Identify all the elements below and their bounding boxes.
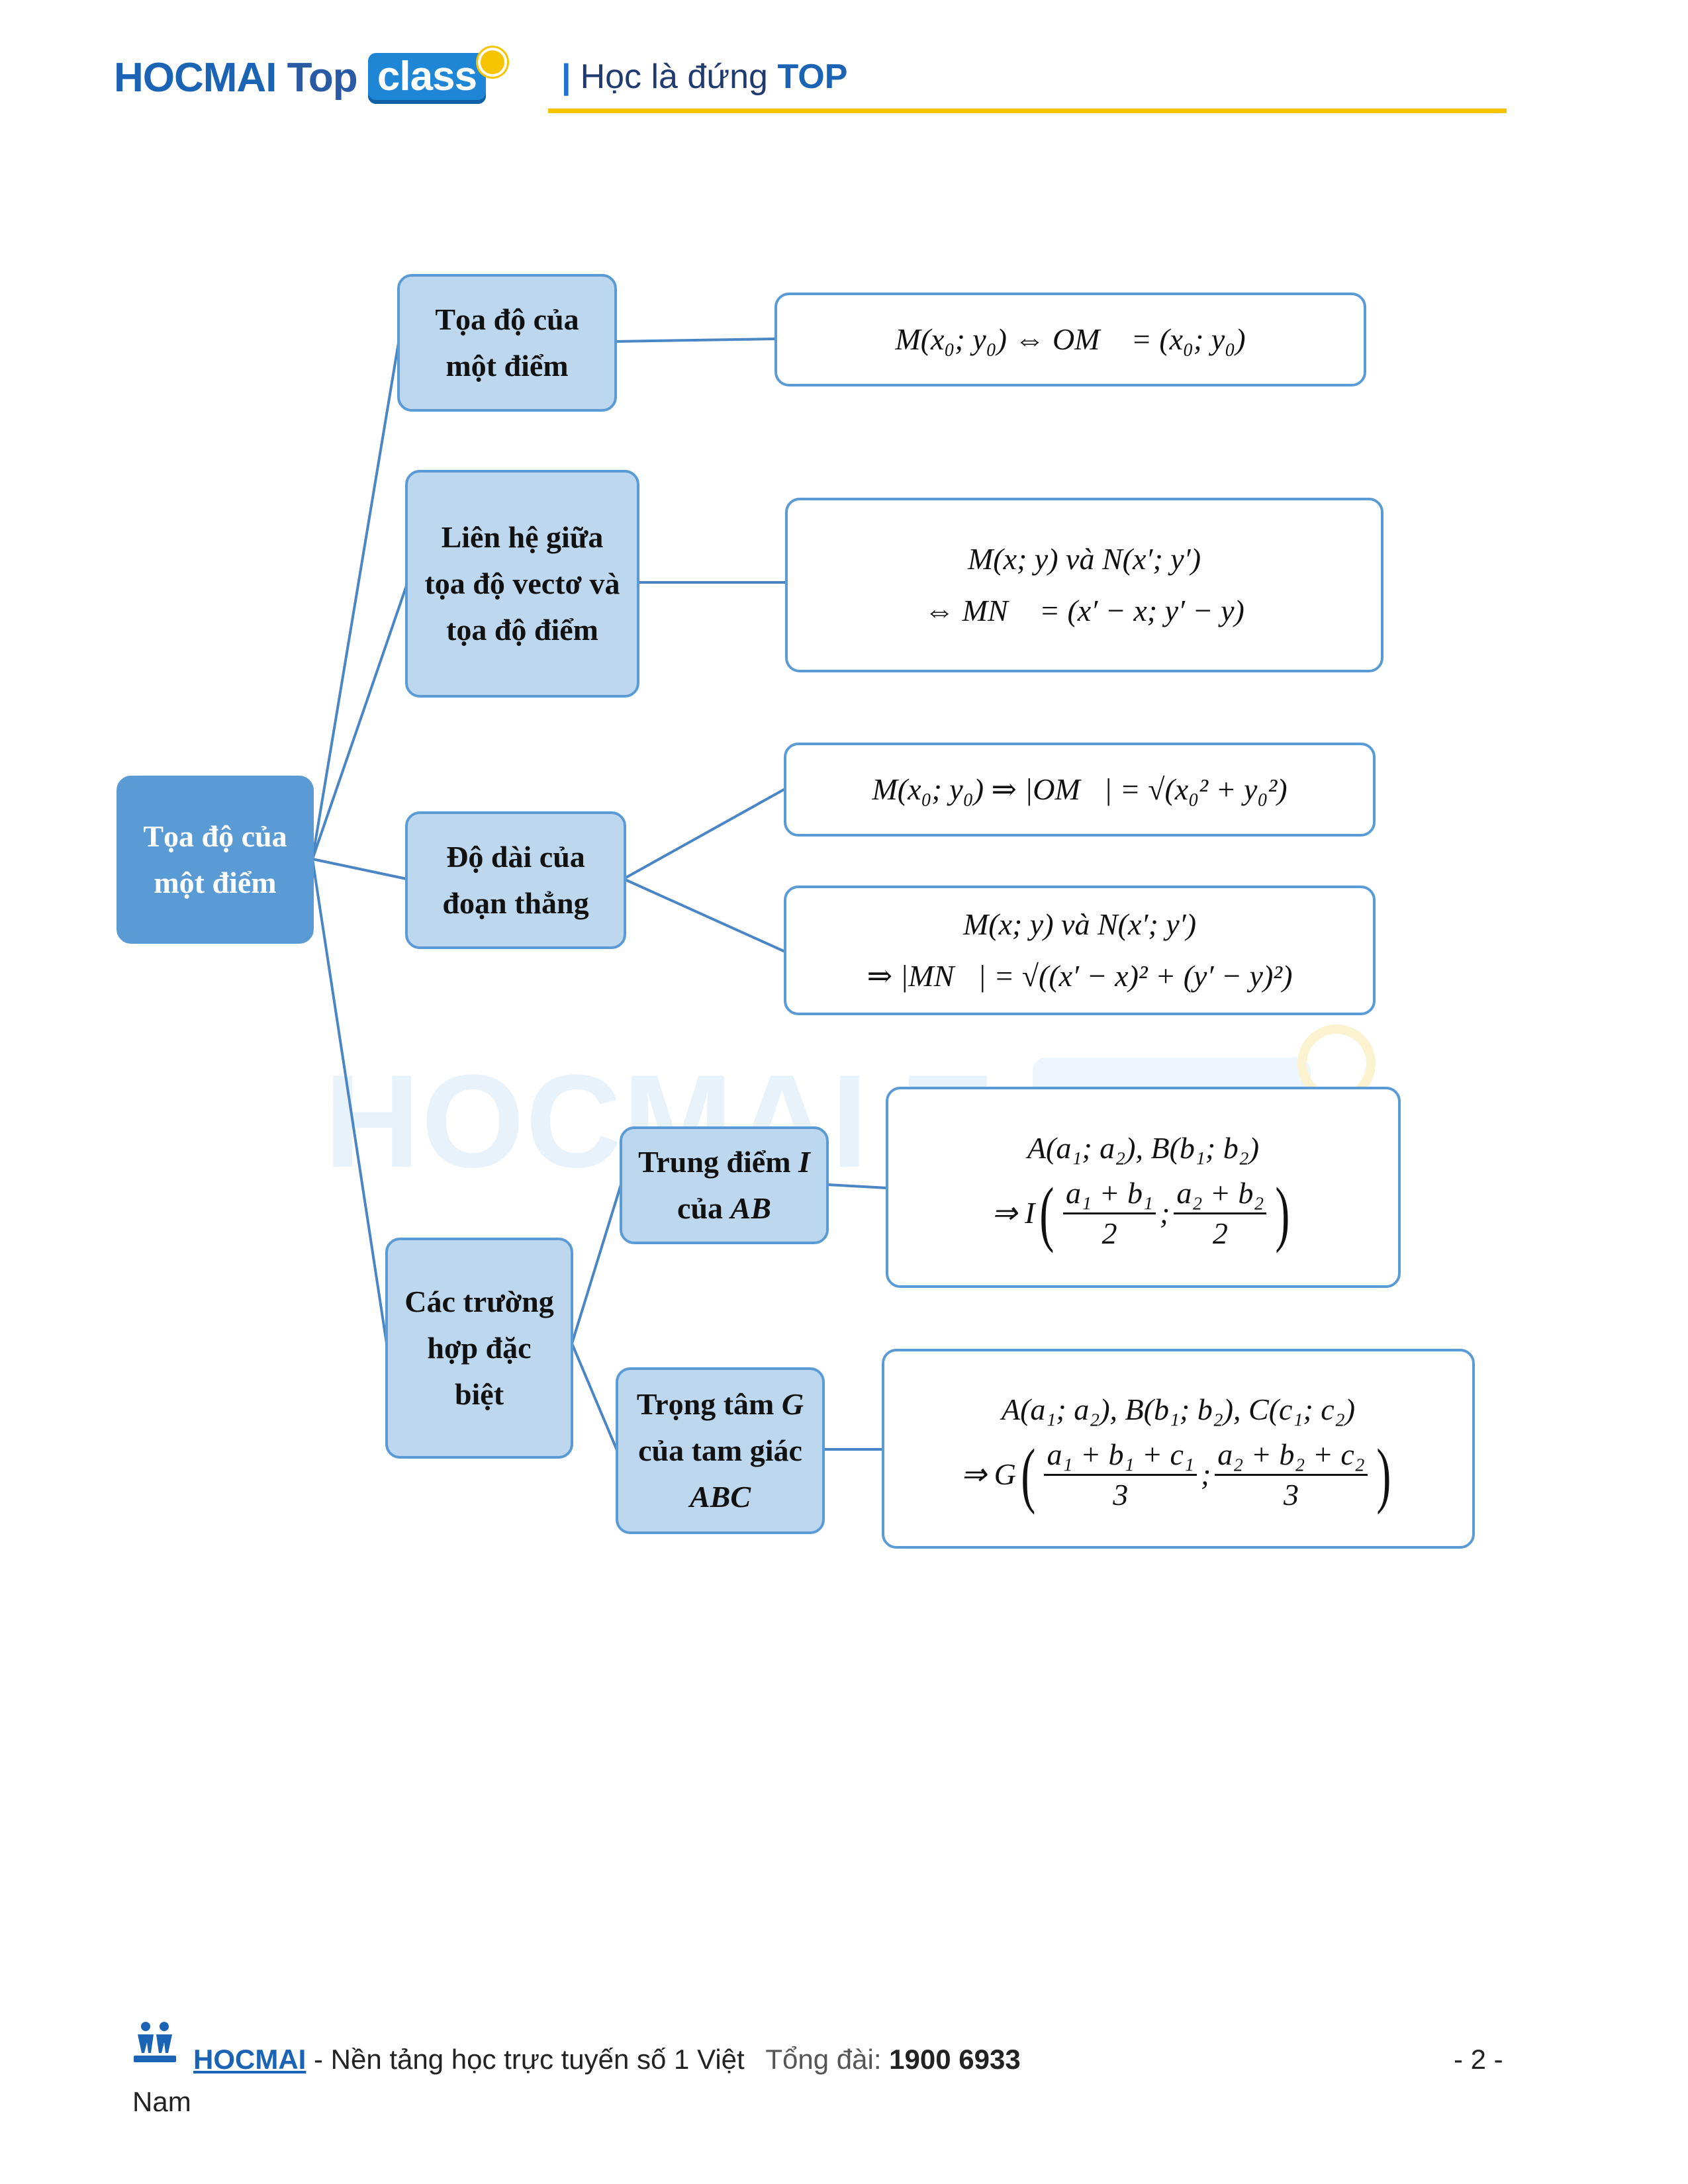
header-rule: [548, 109, 1507, 113]
tagline-text: Học là đứng: [580, 58, 768, 96]
logo-hocmai: HOCMAI: [114, 55, 277, 101]
formula-box-length2: M(x; y) và N(x′; y′) ⇒ |MN⃗| = √((x′ − x…: [784, 886, 1376, 1015]
formula-length2-line1: M(x; y) và N(x′; y′): [962, 907, 1197, 941]
right-paren: ): [1275, 1173, 1290, 1253]
branch-node-special-cases: Các trường hợp đặc biệt: [385, 1238, 573, 1459]
footer-hotline-label: Tổng đài:: [765, 2044, 882, 2075]
tagline-bar: |: [561, 58, 571, 96]
connector-root-branch3: [312, 858, 407, 880]
right-paren: ): [1376, 1434, 1391, 1515]
sun-icon: [478, 48, 507, 77]
connector-branch3-leaf2: [623, 878, 786, 953]
tagline-strong: TOP: [777, 58, 848, 96]
centroid-num-y: a₂ + b₂ + c₂: [1215, 1435, 1368, 1476]
root-node: Tọa độ của một điểm: [117, 776, 314, 944]
formula-vector-line1: M(x; y) và N(x′; y′): [967, 542, 1201, 576]
formula-centroid-line1: A(a₁; a₂), B(b₁; b₂), C(c₁; c₂): [1001, 1392, 1356, 1426]
semicolon: ;: [1200, 1457, 1211, 1491]
hocmai-footer-logo-icon: [134, 2022, 176, 2062]
hocmai-topclass-logo: HOCMAI Top class: [114, 53, 487, 105]
semicolon: ;: [1160, 1196, 1170, 1230]
formula-vector-line2: ⇔ MN⃗ = (x′ − x; y′ − y): [924, 594, 1244, 627]
connector-sub1-leaf: [827, 1183, 888, 1189]
centroid-var-g: G: [781, 1387, 804, 1421]
formula-midpoint-line1: A(a₁; a₂), B(b₁; b₂): [1027, 1130, 1260, 1165]
formula-box-centroid: A(a₁; a₂), B(b₁; b₂), C(c₁; c₂) ⇒ G ( a₁…: [882, 1349, 1475, 1549]
connector-root-branch1: [311, 342, 400, 860]
formula-length1: M(x₀; y₀) ⇒ |OM⃗| = √(x₀² + y₀²): [872, 772, 1288, 806]
midpoint-label: Trung điểm: [638, 1145, 799, 1179]
footer-text: - Nền tảng học trực tuyến số 1 Việt: [306, 2044, 745, 2075]
midpoint-num-x: a₁ + b₁: [1062, 1174, 1156, 1214]
connector-root-branch4: [311, 858, 388, 1344]
page-number: - 2 -: [1454, 2044, 1503, 2075]
connector-branch4-sub2: [571, 1343, 620, 1454]
footer-line: HOCMAI - Nền tảng học trực tuyến số 1 Vi…: [193, 2044, 1021, 2075]
centroid-var-abc: ABC: [689, 1480, 751, 1514]
formula-point: M(x₀; y₀) ⇔ OM⃗ = (x₀; y₀): [895, 322, 1246, 356]
formula-box-vector: M(x; y) và N(x′; y′) ⇔ MN⃗ = (x′ − x; y′…: [785, 498, 1383, 672]
midpoint-var-ab: AB: [730, 1191, 771, 1225]
footer-hotline: 1900 6933: [889, 2044, 1021, 2075]
left-paren: (: [1039, 1173, 1055, 1253]
centroid-label-triangle: của tam giác: [638, 1433, 802, 1467]
centroid-den-y: 3: [1284, 1477, 1299, 1512]
midpoint-var-i: I: [798, 1145, 810, 1179]
branch-node-point-coordinates: Tọa độ của một điểm: [397, 274, 617, 412]
centroid-prefix: ⇒ G: [961, 1457, 1016, 1491]
centroid-den-x: 3: [1113, 1477, 1129, 1512]
connector-branch1-leaf: [614, 338, 776, 343]
branch-node-vector-relation: Liên hệ giữa tọa độ vectơ và tọa độ điểm: [405, 470, 639, 698]
midpoint-den-x: 2: [1102, 1216, 1117, 1250]
footer-brand-link[interactable]: HOCMAI: [193, 2044, 306, 2075]
midpoint-label-of: của: [677, 1191, 731, 1225]
tagline: |Học là đứng TOP: [561, 57, 847, 97]
footer-line2: Nam: [132, 2086, 191, 2117]
formula-box-point: M(x₀; y₀) ⇔ OM⃗ = (x₀; y₀): [774, 293, 1366, 387]
connector-root-branch2: [311, 585, 408, 860]
connector-branch4-sub1: [571, 1184, 622, 1344]
logo-top: Top: [287, 55, 358, 101]
centroid-label: Trọng tâm: [636, 1387, 782, 1421]
centroid-num-x: a₁ + b₁ + c₁: [1044, 1435, 1197, 1476]
logo-class: class: [367, 53, 487, 104]
branch-node-segment-length: Độ dài của đoạn thẳng: [405, 811, 626, 949]
midpoint-den-y: 2: [1212, 1216, 1228, 1250]
midpoint-prefix: ⇒ I: [991, 1196, 1035, 1230]
formula-length2-line2: ⇒ |MN⃗| = √((x′ − x)² + (y′ − y)²): [867, 959, 1293, 993]
formula-box-length1: M(x₀; y₀) ⇒ |OM⃗| = √(x₀² + y₀²): [784, 743, 1376, 837]
midpoint-num-y: a₂ + b₂: [1174, 1174, 1267, 1214]
left-paren: (: [1021, 1434, 1036, 1515]
connector-branch3-leaf1: [623, 788, 786, 880]
